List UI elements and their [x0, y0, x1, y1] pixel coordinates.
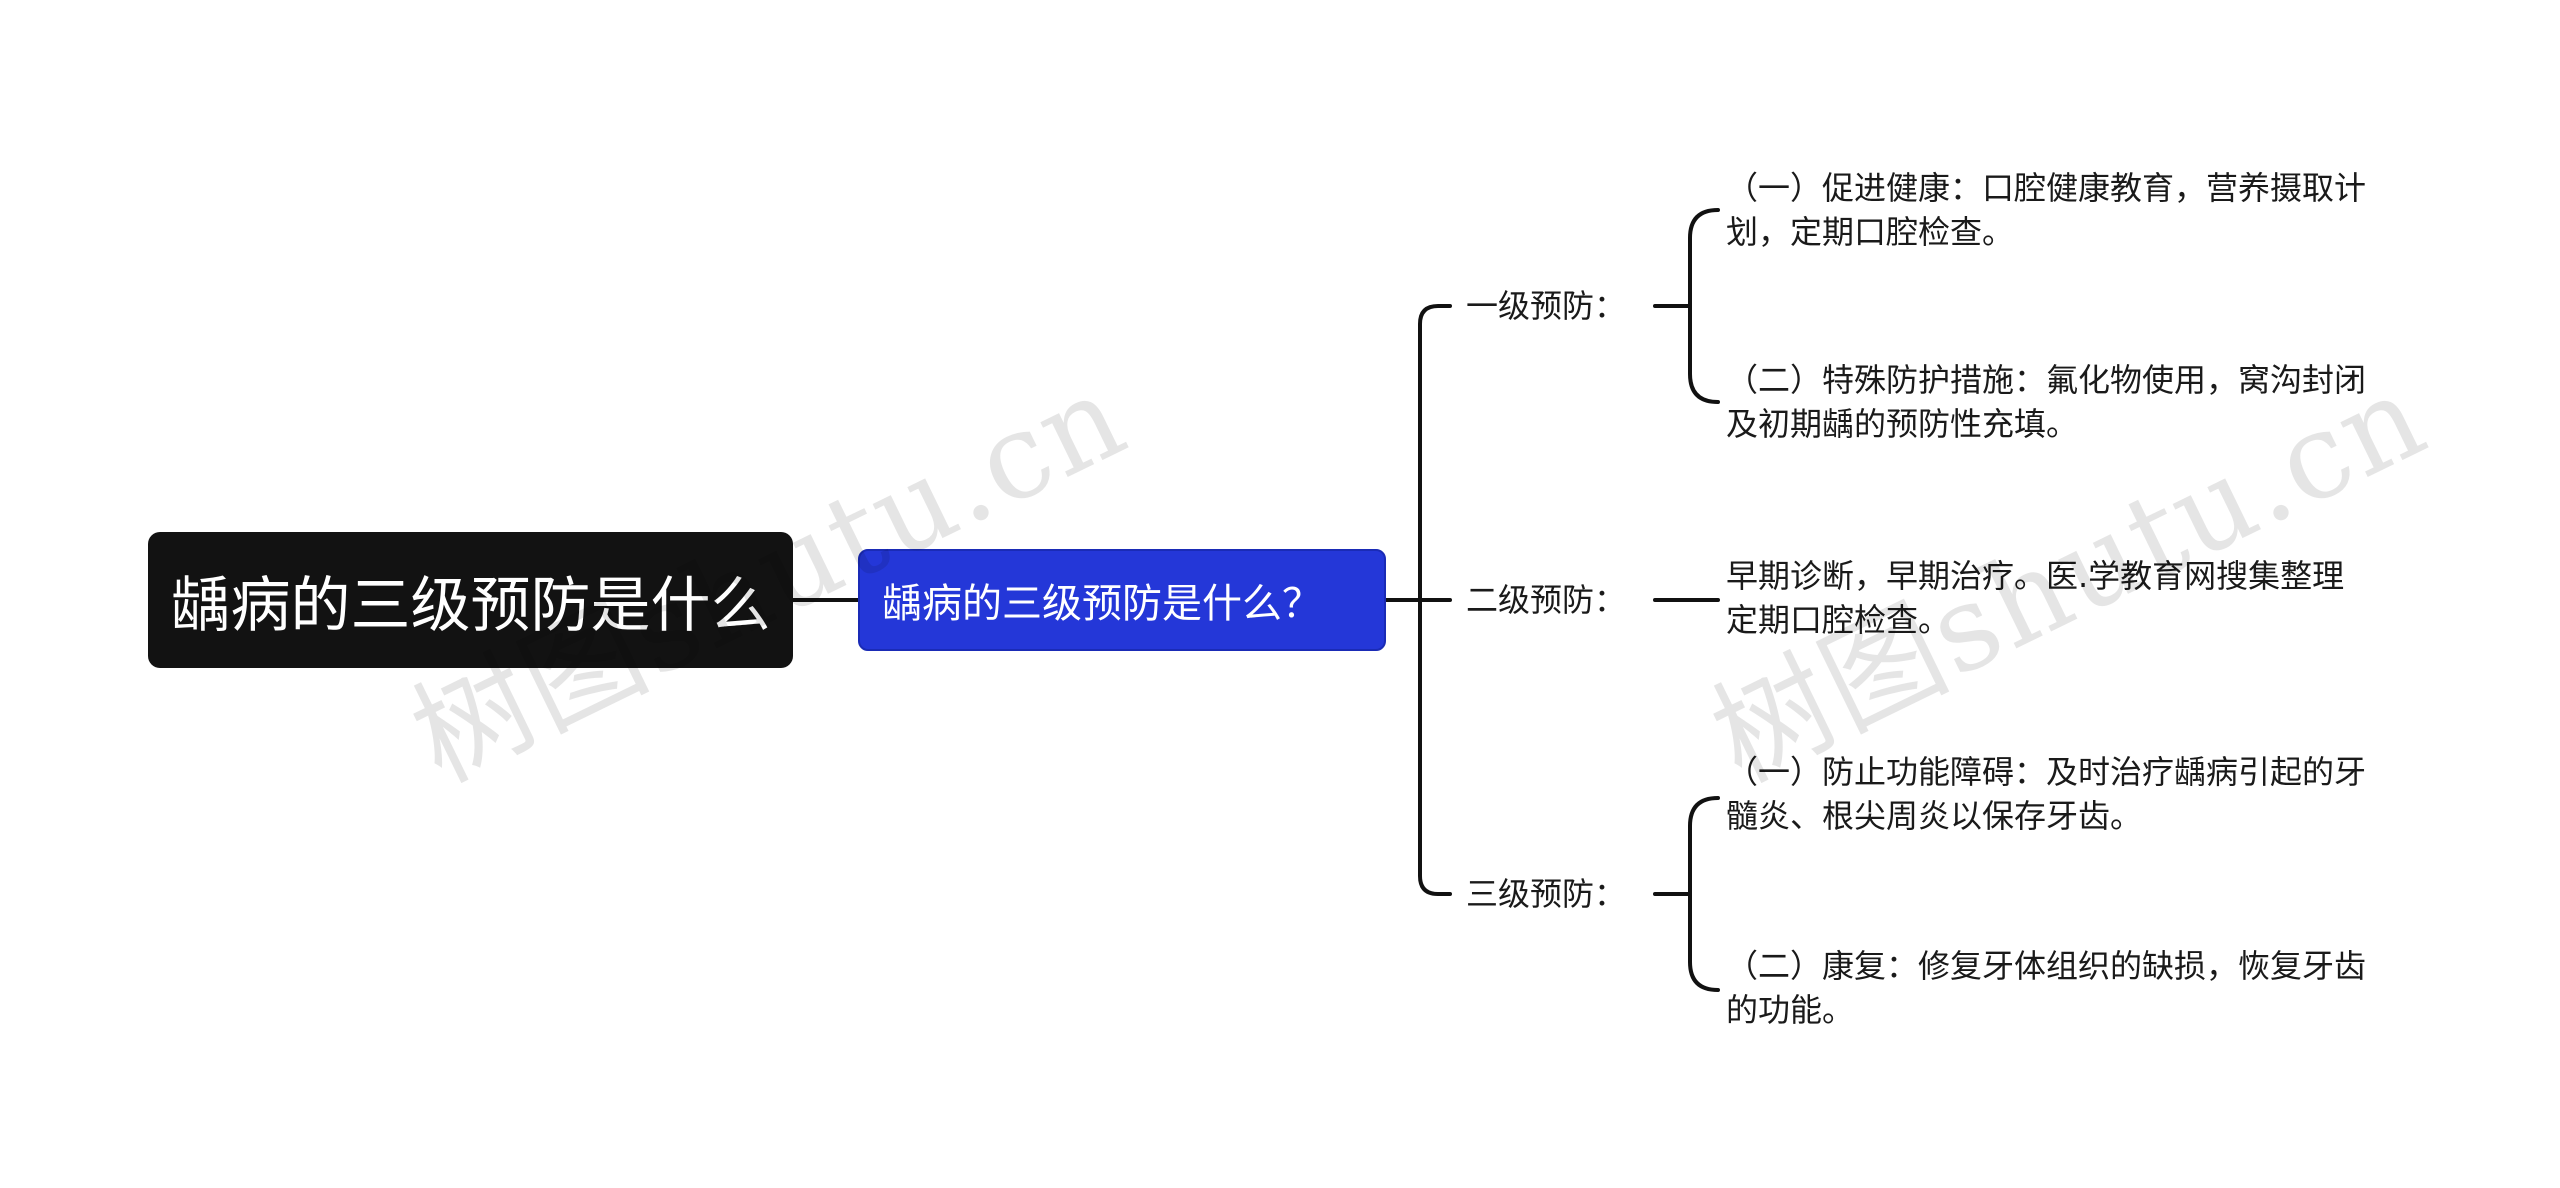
leaf-node-primary-1[interactable]: （一）促进健康：口腔健康教育，营养摄取计 划，定期口腔检查。 — [1726, 166, 2426, 254]
leaf-node-primary-2[interactable]: （二）特殊防护措施：氟化物使用，窝沟封闭 及初期龋的预防性充填。 — [1726, 358, 2426, 446]
leaf-line: 的功能。 — [1726, 991, 1855, 1029]
leaf-line: 早期诊断，早期治疗。医.学教育网搜集整理 — [1726, 557, 2345, 595]
level-label: 三级预防： — [1466, 875, 1627, 913]
connector-level1-bracket — [1688, 208, 1720, 404]
level-label: 二级预防： — [1466, 581, 1627, 619]
leaf-line: （二）康复：修复牙体组织的缺损，恢复牙齿 — [1726, 947, 2367, 985]
leaf-line: （二）特殊防护措施：氟化物使用，窝沟封闭 — [1726, 361, 2367, 399]
level-node-tertiary[interactable]: 三级预防： — [1466, 874, 1626, 914]
leaf-node-secondary-1[interactable]: 早期诊断，早期治疗。医.学教育网搜集整理 定期口腔检查。 — [1726, 554, 2426, 642]
leaf-line: 及初期龋的预防性充填。 — [1726, 405, 2079, 443]
connector-spine-level3 — [1418, 598, 1452, 896]
level-label: 一级预防： — [1466, 287, 1627, 325]
main-topic-label: 龋病的三级预防是什么？ — [882, 581, 1322, 627]
leaf-line: 髓炎、根尖周炎以保存牙齿。 — [1726, 797, 2143, 835]
main-topic[interactable]: 龋病的三级预防是什么？ — [858, 549, 1386, 651]
leaf-line: （一）防止功能障碍：及时治疗龋病引起的牙 — [1726, 753, 2367, 791]
connector-spine-level1 — [1418, 304, 1452, 602]
level-node-primary[interactable]: 一级预防： — [1466, 286, 1626, 326]
leaf-line: （一）促进健康：口腔健康教育，营养摄取计 — [1726, 169, 2367, 207]
root-topic[interactable]: 龋病的三级预防是什么 — [148, 532, 793, 668]
root-topic-label: 龋病的三级预防是什么 — [170, 570, 771, 641]
level-node-secondary[interactable]: 二级预防： — [1466, 580, 1626, 620]
leaf-node-tertiary-1[interactable]: （一）防止功能障碍：及时治疗龋病引起的牙 髓炎、根尖周炎以保存牙齿。 — [1726, 750, 2426, 838]
leaf-node-tertiary-2[interactable]: （二）康复：修复牙体组织的缺损，恢复牙齿 的功能。 — [1726, 944, 2426, 1032]
leaf-line: 划，定期口腔检查。 — [1726, 213, 2015, 251]
leaf-line: 定期口腔检查。 — [1726, 601, 1951, 639]
connector-level3-bracket — [1688, 796, 1720, 992]
